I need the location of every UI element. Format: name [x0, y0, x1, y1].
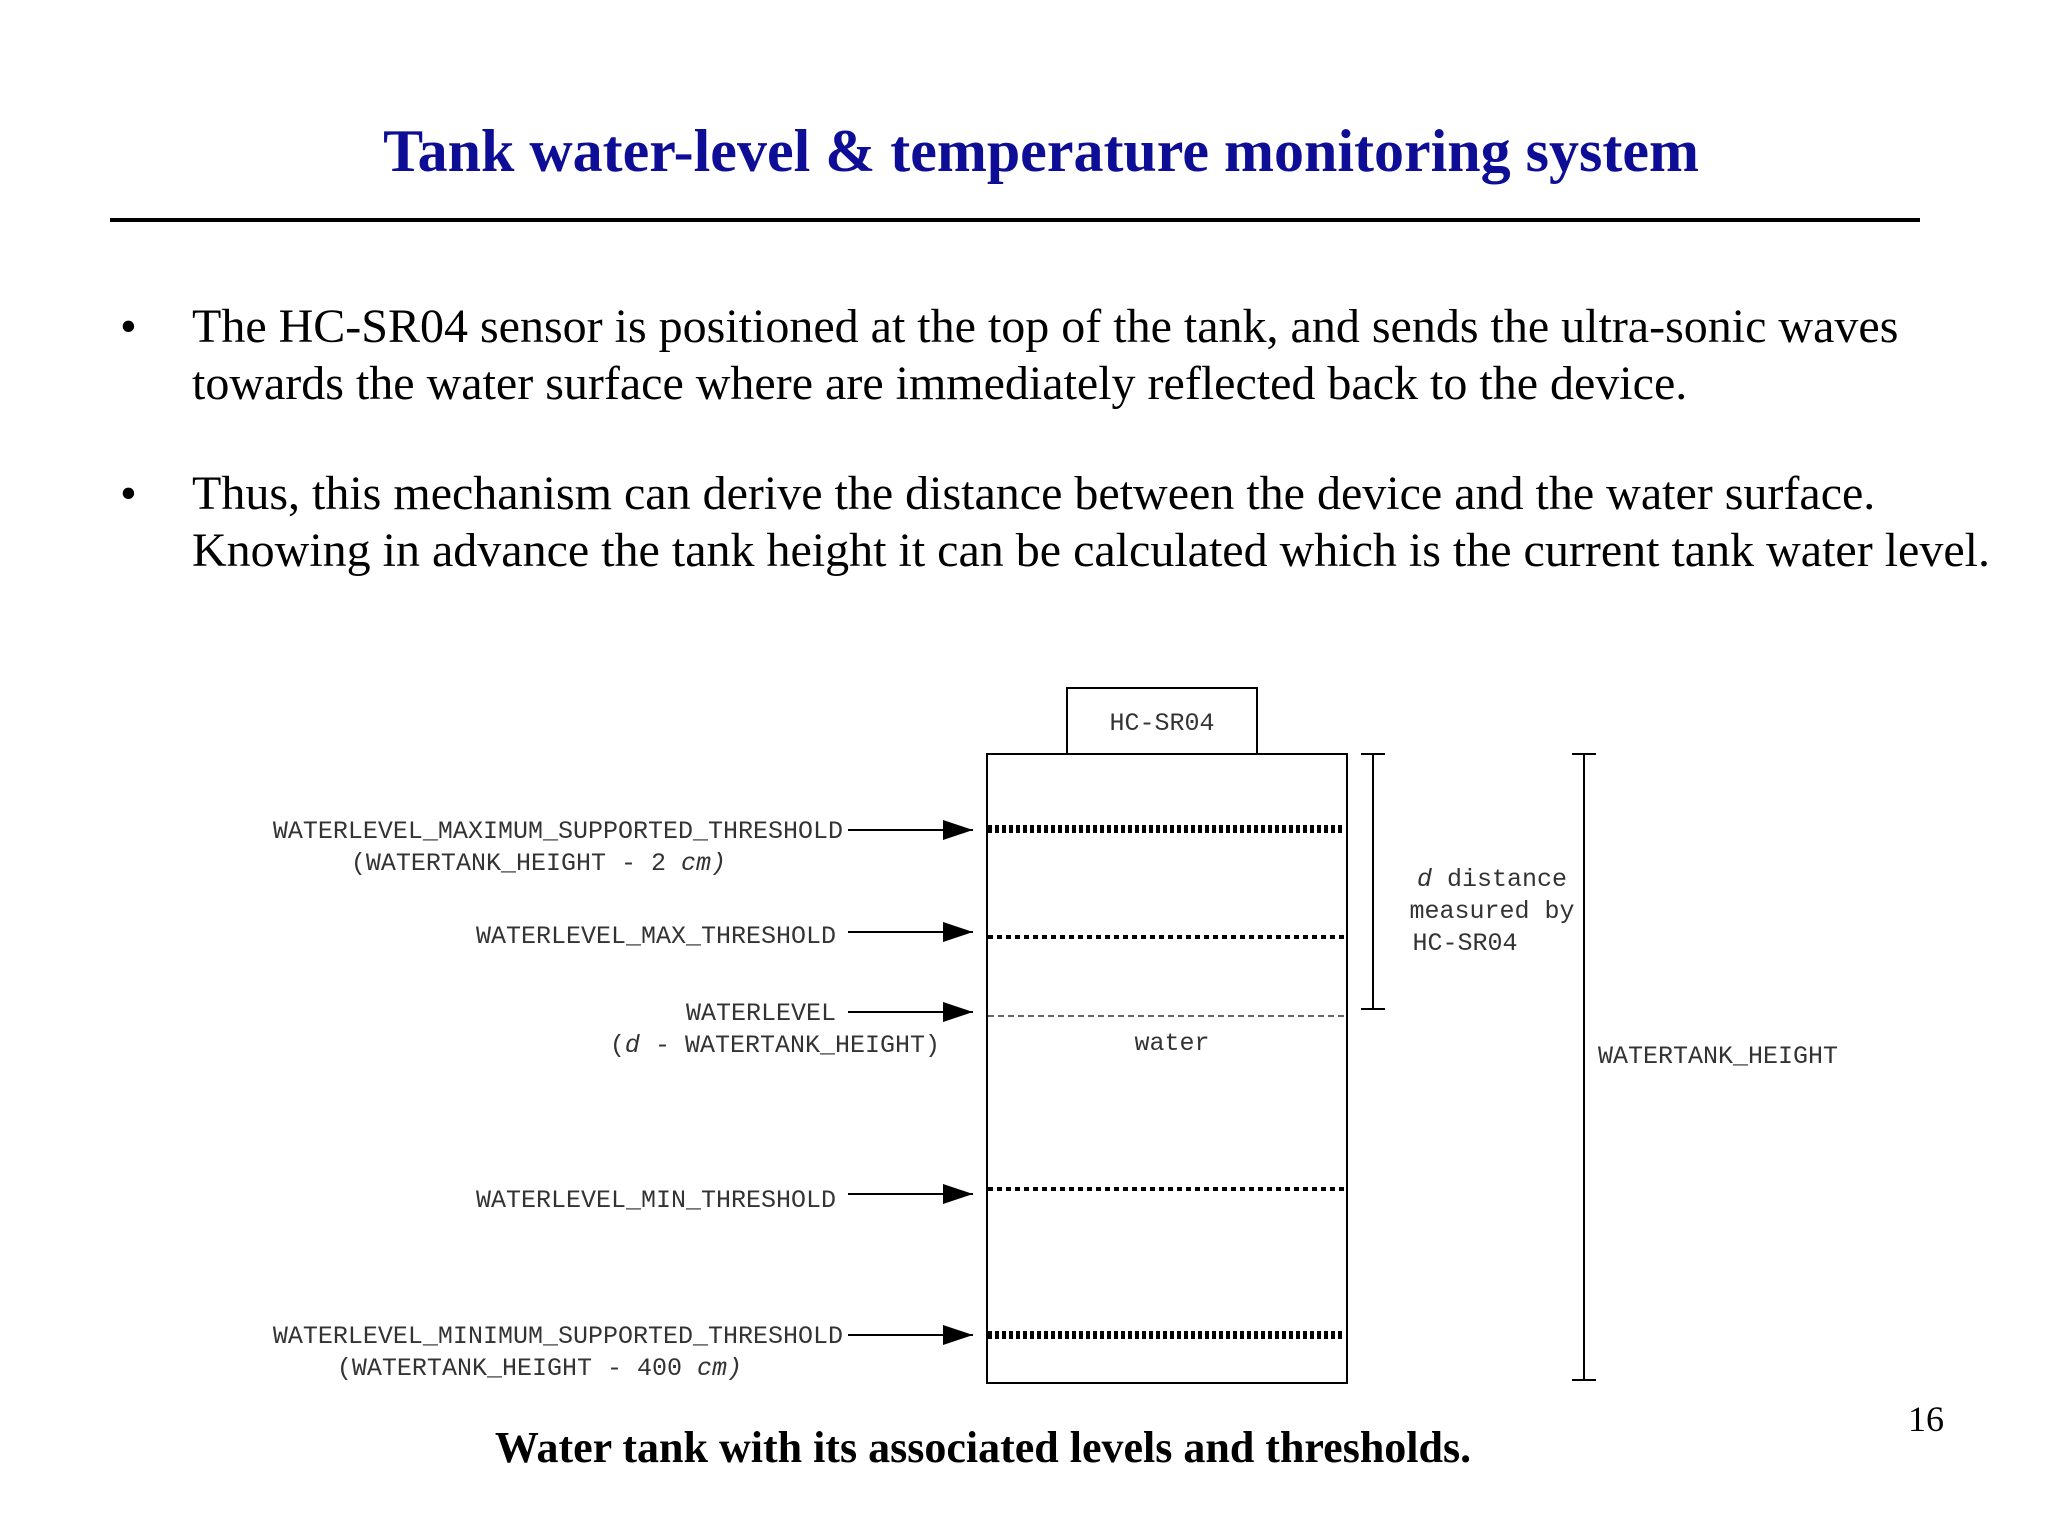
bullet-marker: • [120, 300, 137, 353]
bullet-text-2: Thus, this mechanism can derive the dist… [192, 467, 1990, 577]
waterlevel-formula: (d - WATERTANK_HEIGHT) [610, 1031, 940, 1060]
sensor-label: HC-SR04 [1109, 709, 1214, 738]
slide-title: Tank water-level & temperature monitorin… [383, 118, 1699, 184]
bullet-marker: • [120, 467, 137, 520]
min-threshold-label: WATERLEVEL_MIN_THRESHOLD [476, 1186, 836, 1215]
page-number: 16 [1908, 1399, 1944, 1439]
max-supported-formula-text: (WATERTANK_HEIGHT - 2 [351, 849, 681, 878]
distance-label-rest: distance [1432, 865, 1567, 894]
distance-label-line-3: HC-SR04 [1412, 929, 1517, 958]
min-supported-label: WATERLEVEL_MINIMUM_SUPPORTED_THRESHOLD [273, 1322, 843, 1351]
figure-caption: Water tank with its associated levels an… [494, 1423, 1472, 1472]
min-supported-formula-unit: cm) [697, 1354, 742, 1383]
title-divider [110, 218, 1920, 222]
waterlevel-formula-open: ( [610, 1031, 625, 1060]
max-supported-formula: (WATERTANK_HEIGHT - 2 cm) [351, 849, 726, 878]
distance-label-var: d [1417, 865, 1432, 894]
distance-label-line-1: d distance [1417, 865, 1567, 894]
waterlevel-label: WATERLEVEL [686, 999, 836, 1028]
waterlevel-formula-rest: - WATERTANK_HEIGHT) [640, 1031, 940, 1060]
max-threshold-label: WATERLEVEL_MAX_THRESHOLD [476, 922, 836, 951]
min-supported-formula: (WATERTANK_HEIGHT - 400 cm) [337, 1354, 742, 1383]
waterlevel-formula-var: d [625, 1031, 640, 1060]
height-label: WATERTANK_HEIGHT [1598, 1042, 1838, 1071]
tank-outline [986, 753, 1348, 1384]
distance-label-line-2: measured by [1409, 897, 1574, 926]
max-supported-formula-unit: cm) [681, 849, 726, 878]
min-supported-formula-text: (WATERTANK_HEIGHT - 400 [337, 1354, 697, 1383]
max-supported-label: WATERLEVEL_MAXIMUM_SUPPORTED_THRESHOLD [273, 817, 843, 846]
water-label: water [1134, 1029, 1209, 1058]
bullet-text-1: The HC-SR04 sensor is positioned at the … [192, 300, 1899, 410]
